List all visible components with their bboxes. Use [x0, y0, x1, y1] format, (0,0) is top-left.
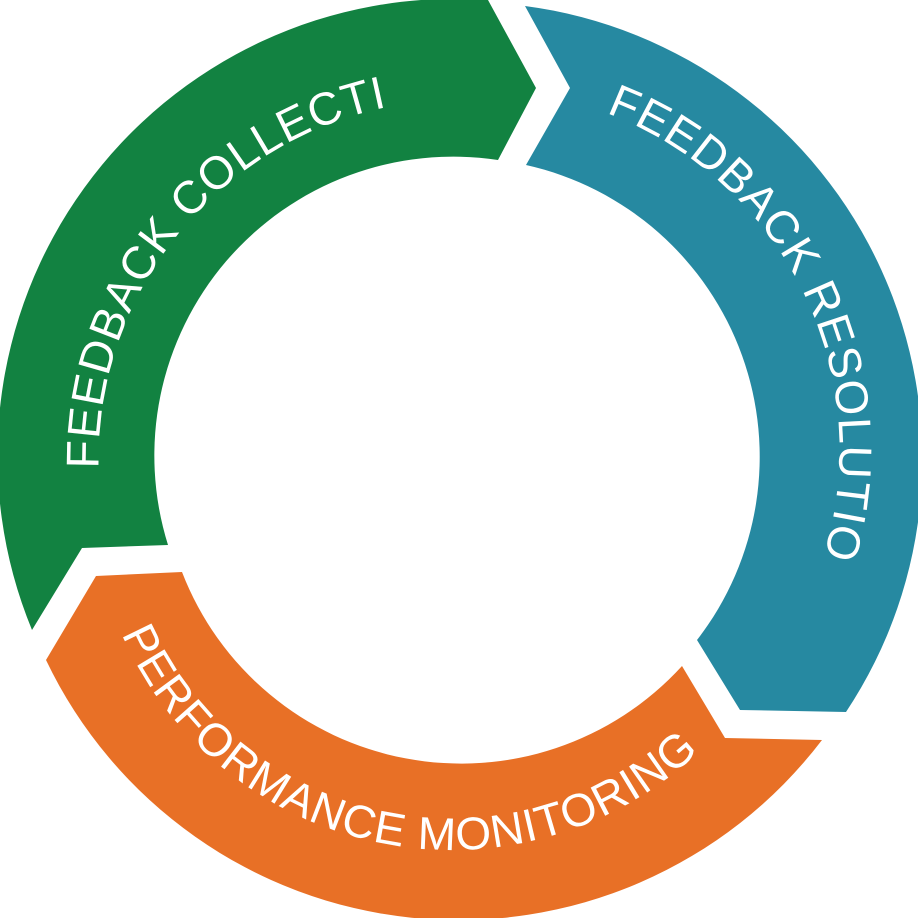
segment-feedback-collection-arrow	[0, 0, 536, 630]
segment-performance-monitoring-arrow	[46, 572, 822, 918]
segment-feedback-collection: FEEDBACK COLLECTION	[0, 0, 536, 630]
segment-feedback-resolution-arrow	[525, 6, 918, 712]
segment-performance-monitoring: PERFORMANCE MONITORING	[46, 572, 822, 918]
